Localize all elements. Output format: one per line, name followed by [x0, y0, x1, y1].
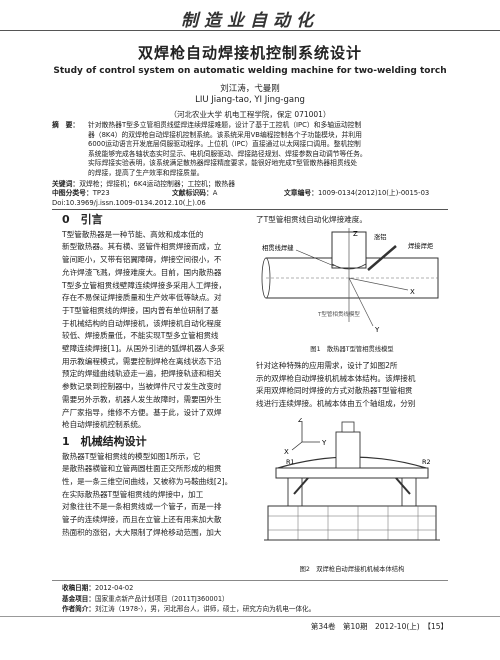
text-line: 枪自动焊接机控制系统。 — [62, 420, 146, 430]
fund-value: 国家重点新产品计划项目（2011TJ360001） — [94, 594, 229, 603]
figure-1-caption: 图1 散热器T型管相贯线模型 — [310, 346, 394, 353]
text-line: 需要另外示教，机器人发生故障时，需要国外生 — [62, 394, 222, 404]
text-line: 管子的连续焊接，而且在立管上还有用来加大散 — [62, 515, 222, 525]
author-value: 刘江涛（1978-），男，河北邢台人，讲师，硕士，研究方向为机电一体化。 — [94, 605, 316, 613]
footnote-rule — [52, 580, 448, 581]
paper-title-cn: 双焊枪自动焊接机控制系统设计 — [137, 44, 362, 62]
page-footer-rule — [0, 616, 500, 617]
doi: Doi:10.3969/j.issn.1009-0134.2012.10(上).… — [52, 199, 206, 208]
abstract-line: 的焊接，提高了生产效率和焊接质量。 — [88, 168, 204, 177]
clc-label: 中图分类号： — [52, 189, 93, 198]
figure-1: Z X Y 相贯线焊缝 涨铝 焊接焊炬 T型管相贯线模型 图1 散热器T型管相贯… — [258, 228, 446, 353]
fig1-label-torch: 焊接焊炬 — [408, 241, 433, 250]
fig2-axis-y: Y — [321, 439, 327, 447]
abstract-line: 器（8K4）的双焊枪自动焊接机控制系统。该系统采用VB编程控制各个子功能模块，并… — [88, 130, 362, 139]
author-label: 作者简介： — [62, 605, 95, 613]
doc-value: A — [212, 189, 218, 198]
right-column-intro: 了T型管相贯线自动化焊接难度。 — [256, 214, 446, 227]
fund-label: 基金项目： — [62, 594, 95, 603]
fig2-label-r1: R1 — [286, 458, 295, 466]
fig1-label-riser: 涨铝 — [374, 232, 387, 241]
footnotes: 收稿日期：2012-04-02 基金项目：国家重点新产品计划项目（2011TJ3… — [62, 583, 452, 615]
abstract-line: 6000运动语言开发底层伺服驱动程序。上位机（IPC）直接通过以太网接口调用。整… — [88, 140, 361, 149]
fig2-axis-x: X — [284, 448, 289, 456]
clc-value: TP23 — [92, 189, 110, 198]
text-line: 壁障连续焊接[1]。从国外引进的弧焊机器人多采 — [62, 344, 225, 354]
fig1-label-weld-line: 相贯线焊缝 — [262, 243, 294, 252]
abstract-line: 实际焊接实验表明，该系统满足散热器焊接精度要求，能很好地完成T型管散热器相贯线处 — [88, 159, 358, 168]
text-line: 示的双焊枪自动焊接机机械本体结构。该焊接机 — [256, 373, 416, 383]
keywords-text: 双焊枪；焊接机；6K4运动控制器；工控机；散热器 — [79, 179, 236, 188]
text-line: 参数记录到控制器中，当被焊件尺寸发生改变时 — [62, 382, 222, 392]
text-line: 性，是一条三维空间曲线，又被称为马鞍曲线[2]。 — [62, 477, 233, 487]
figure-1-drawing: Z X Y 相贯线焊缝 涨铝 焊接焊炬 T型管相贯线模型 — [261, 228, 439, 334]
text-line: 散热器T型管相贯线的模型如图1所示，它 — [62, 451, 201, 461]
keywords-label: 关键词： — [52, 179, 80, 188]
text-line: 管间距小，又带有铝翼障碍，焊接空间很小，不 — [62, 255, 222, 265]
left-column: 0 引言 T型管散热器是一种节能、高效和成本低的 新型散热器。其有横、竖管件相贯… — [62, 213, 245, 540]
text-line: 于机械结构的自动焊接机，该焊接机自动化程度 — [62, 318, 222, 328]
text-line: 新型散热器。其有横、竖管件相贯焊接而成，立 — [62, 242, 222, 252]
doc-label: 文献标识码： — [172, 189, 213, 198]
text-line: 于T型管相贯线的焊接，国内曾有单位研制了基 — [62, 305, 219, 315]
text-line: 预定的焊缝曲线轨迹走一遍，把焊接轨迹和相关 — [62, 369, 222, 379]
fig1-axis-y: Y — [374, 326, 380, 334]
authors-cn: 刘江涛，弋曼刚 — [220, 84, 280, 94]
paper-title-en: Study of control system on automatic wel… — [53, 66, 447, 76]
journal-logo: 制造业自动化 — [181, 11, 319, 31]
right-column-body: 针对这种特殊的应用需求，设计了如图2所 示的双焊枪自动焊接机机械本体结构。该焊接… — [256, 360, 446, 411]
text-line: 对象往往不是一条相贯线或一个管子，而是一排 — [62, 502, 222, 512]
abstract-line: 系统能够完成各轴状态实时显示、电机伺服驱动、焊接路径规划、焊接参数自动调节等任务… — [88, 149, 367, 158]
text-line: 热面积的涨铝，大大限制了焊枪移动范围，加大 — [62, 527, 222, 537]
classification-row: 中图分类号：TP23 文献标识码：A 文章编号：1009-0134(2012)1… — [52, 189, 447, 199]
text-line: T型多立管相贯线壁障连续焊接多采用人工焊接， — [62, 280, 227, 290]
abstract: 摘 要： 针对散热器T型多立管相贯线壁焊连续焊接难题，设计了基于工控机（IPC）… — [52, 121, 447, 209]
authors-en: LIU Jiang-tao, YI Jing-gang — [195, 95, 305, 105]
fund-line: 基金项目：国家重点新产品计划项目（2011TJ360001） — [62, 594, 452, 605]
text-line: 存在不易保证焊接质量和生产效率低等缺点。对 — [62, 293, 222, 303]
fig1-axis-z: Z — [353, 230, 358, 238]
text-line: 是散热器横管和立管两圆柱面正交所形成的相贯 — [62, 464, 222, 474]
fig1-axis-x: X — [410, 288, 415, 296]
received-value: 2012-04-02 — [94, 584, 134, 592]
fig2-axis-z: Z — [298, 418, 303, 424]
fig2-label-r2: R2 — [422, 458, 431, 466]
figure-2: Z Y X R1 R2 图2 双焊枪自动焊接机机械本体结构 — [258, 416, 446, 576]
text-line: 产厂家指导，维修不方便。基于此，设计了双焊 — [62, 407, 222, 417]
author-line: 作者简介：刘江涛（1978-），男，河北邢台人，讲师，硕士，研究方向为机电一体化… — [62, 604, 452, 615]
header-rule — [0, 30, 500, 31]
text-line: 线进行连续焊接。机械本体由五个轴组成，分别 — [256, 399, 416, 409]
text-line: 针对这种特殊的应用需求，设计了如图2所 — [256, 361, 398, 370]
figure-2-caption: 图2 双焊枪自动焊接机机械本体结构 — [299, 566, 405, 573]
abstract-body: 摘 要： 针对散热器T型多立管相贯线壁焊连续焊接难题，设计了基于工控机（IPC）… — [52, 121, 447, 179]
figure-2-drawing: Z Y X R1 R2 — [264, 416, 440, 541]
affiliation: （河北农业大学 机电工程学院，保定 071001） — [169, 110, 331, 119]
abstract-line: 针对散热器T型多立管相贯线壁焊连续焊接难题，设计了基于工控机（IPC）和多轴运动… — [88, 121, 362, 129]
abstract-label: 摘 要： — [52, 121, 80, 129]
text-line: 用示教编程模式，需要控制焊枪在离线状态下沿 — [62, 356, 222, 366]
text-line: 较低、焊接质量低，不能实现T型多立管相贯线 — [62, 331, 219, 341]
text-line: 允许焊渣飞溅，焊接难度大。目前，国内散热器 — [62, 267, 222, 277]
abstract-rule — [52, 209, 448, 210]
text-line: 在实际散热器T型管相贯线的焊接中，加工 — [62, 489, 204, 499]
received-label: 收稿日期： — [62, 584, 95, 592]
fig1-inner-caption: T型管相贯线模型 — [317, 310, 360, 318]
section-heading-mechanical: 1 机械结构设计 — [62, 434, 147, 448]
text-line: T型管散热器是一种节能、高效和成本低的 — [62, 229, 204, 239]
text-line: 采用双焊枪同时焊接的方式对散热器T型管相贯 — [256, 386, 413, 396]
keywords: 关键词：双焊枪；焊接机；6K4运动控制器；工控机；散热器 — [52, 180, 447, 190]
section-heading-intro: 0 引言 — [62, 213, 103, 226]
received-line: 收稿日期：2012-04-02 — [62, 583, 452, 594]
text-line: 了T型管相贯线自动化焊接难度。 — [256, 215, 367, 224]
article-value: 1009-0134(2012)10(上)-0015-03 — [317, 189, 430, 198]
page-info: 第34卷 第10期 2012-10(上) 【15】 — [310, 622, 448, 631]
article-label: 文章编号： — [284, 189, 318, 198]
